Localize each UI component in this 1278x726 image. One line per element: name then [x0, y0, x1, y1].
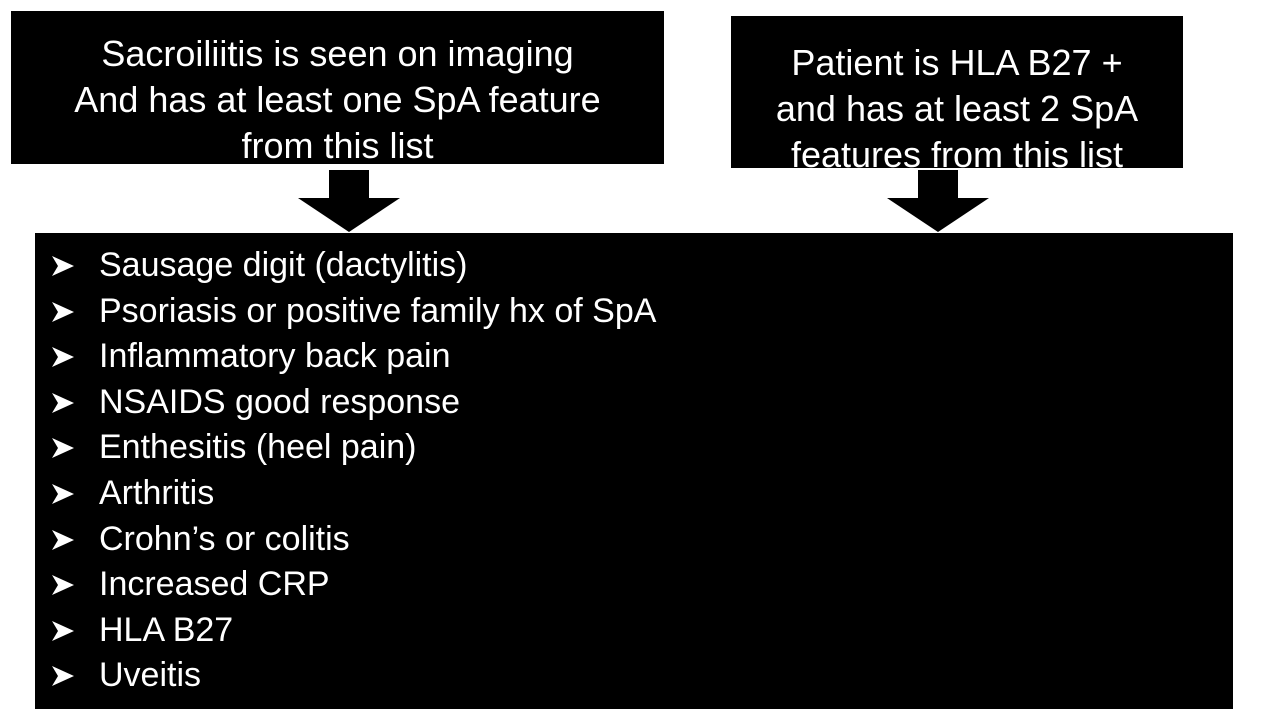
spa-features-box: Sausage digit (dactylitis) Psoriasis or … — [35, 233, 1233, 709]
down-arrow-icon — [298, 170, 400, 232]
spa-feature-item: Sausage digit (dactylitis) — [35, 243, 1233, 289]
spa-feature-label: HLA B27 — [99, 610, 234, 649]
spa-feature-item: Enthesitis (heel pain) — [35, 425, 1233, 471]
spa-feature-label: Arthritis — [99, 473, 215, 512]
criteria-line: and has at least 2 SpA — [775, 88, 1139, 129]
criteria-text-imaging: Sacroiliitis is seen on imaging And has … — [11, 11, 664, 169]
spa-feature-item: HLA B27 — [35, 608, 1233, 654]
criteria-line: from this list — [241, 125, 434, 166]
arrow-bullet-icon — [52, 392, 74, 413]
criteria-line: And has at least one SpA feature — [74, 79, 601, 120]
arrow-bullet-icon — [52, 529, 74, 550]
spa-feature-item: Crohn’s or colitis — [35, 517, 1233, 563]
arrow-bullet-icon — [52, 438, 74, 459]
arrow-bullet-icon — [52, 347, 74, 368]
spa-feature-label: Uveitis — [99, 656, 202, 695]
criteria-line: features from this list — [790, 134, 1124, 175]
spa-feature-item: Uveitis — [35, 653, 1233, 699]
criteria-box-hla-b27: Patient is HLA B27 + and has at least 2 … — [731, 16, 1183, 175]
criteria-line: Patient is HLA B27 + — [791, 42, 1123, 83]
spa-feature-label: Crohn’s or colitis — [99, 519, 350, 558]
spa-features-list: Sausage digit (dactylitis) Psoriasis or … — [35, 233, 1233, 699]
spa-feature-label: NSAIDS good response — [99, 382, 460, 421]
arrow-bullet-icon — [52, 301, 74, 322]
down-arrow-icon — [887, 170, 989, 232]
arrow-bullet-icon — [52, 666, 74, 687]
spa-feature-item: NSAIDS good response — [35, 380, 1233, 426]
arrow-bullet-icon — [52, 620, 74, 641]
arrow-bullet-icon — [52, 575, 74, 596]
spa-feature-item: Arthritis — [35, 471, 1233, 517]
criteria-box-imaging: Sacroiliitis is seen on imaging And has … — [11, 11, 664, 166]
spa-feature-item: Psoriasis or positive family hx of SpA — [35, 289, 1233, 335]
spa-feature-item: Inflammatory back pain — [35, 334, 1233, 380]
spa-feature-item: Increased CRP — [35, 562, 1233, 608]
spa-feature-label: Increased CRP — [99, 565, 330, 604]
spa-feature-label: Psoriasis or positive family hx of SpA — [99, 291, 657, 330]
arrow-bullet-icon — [52, 483, 74, 504]
criteria-line: Sacroiliitis is seen on imaging — [101, 33, 574, 74]
arrow-bullet-icon — [52, 256, 74, 276]
criteria-text-hla-b27: Patient is HLA B27 + and has at least 2 … — [731, 16, 1183, 178]
spa-feature-label: Enthesitis (heel pain) — [99, 428, 417, 467]
spa-feature-label: Sausage digit (dactylitis) — [99, 246, 468, 284]
spa-feature-label: Inflammatory back pain — [99, 337, 451, 376]
